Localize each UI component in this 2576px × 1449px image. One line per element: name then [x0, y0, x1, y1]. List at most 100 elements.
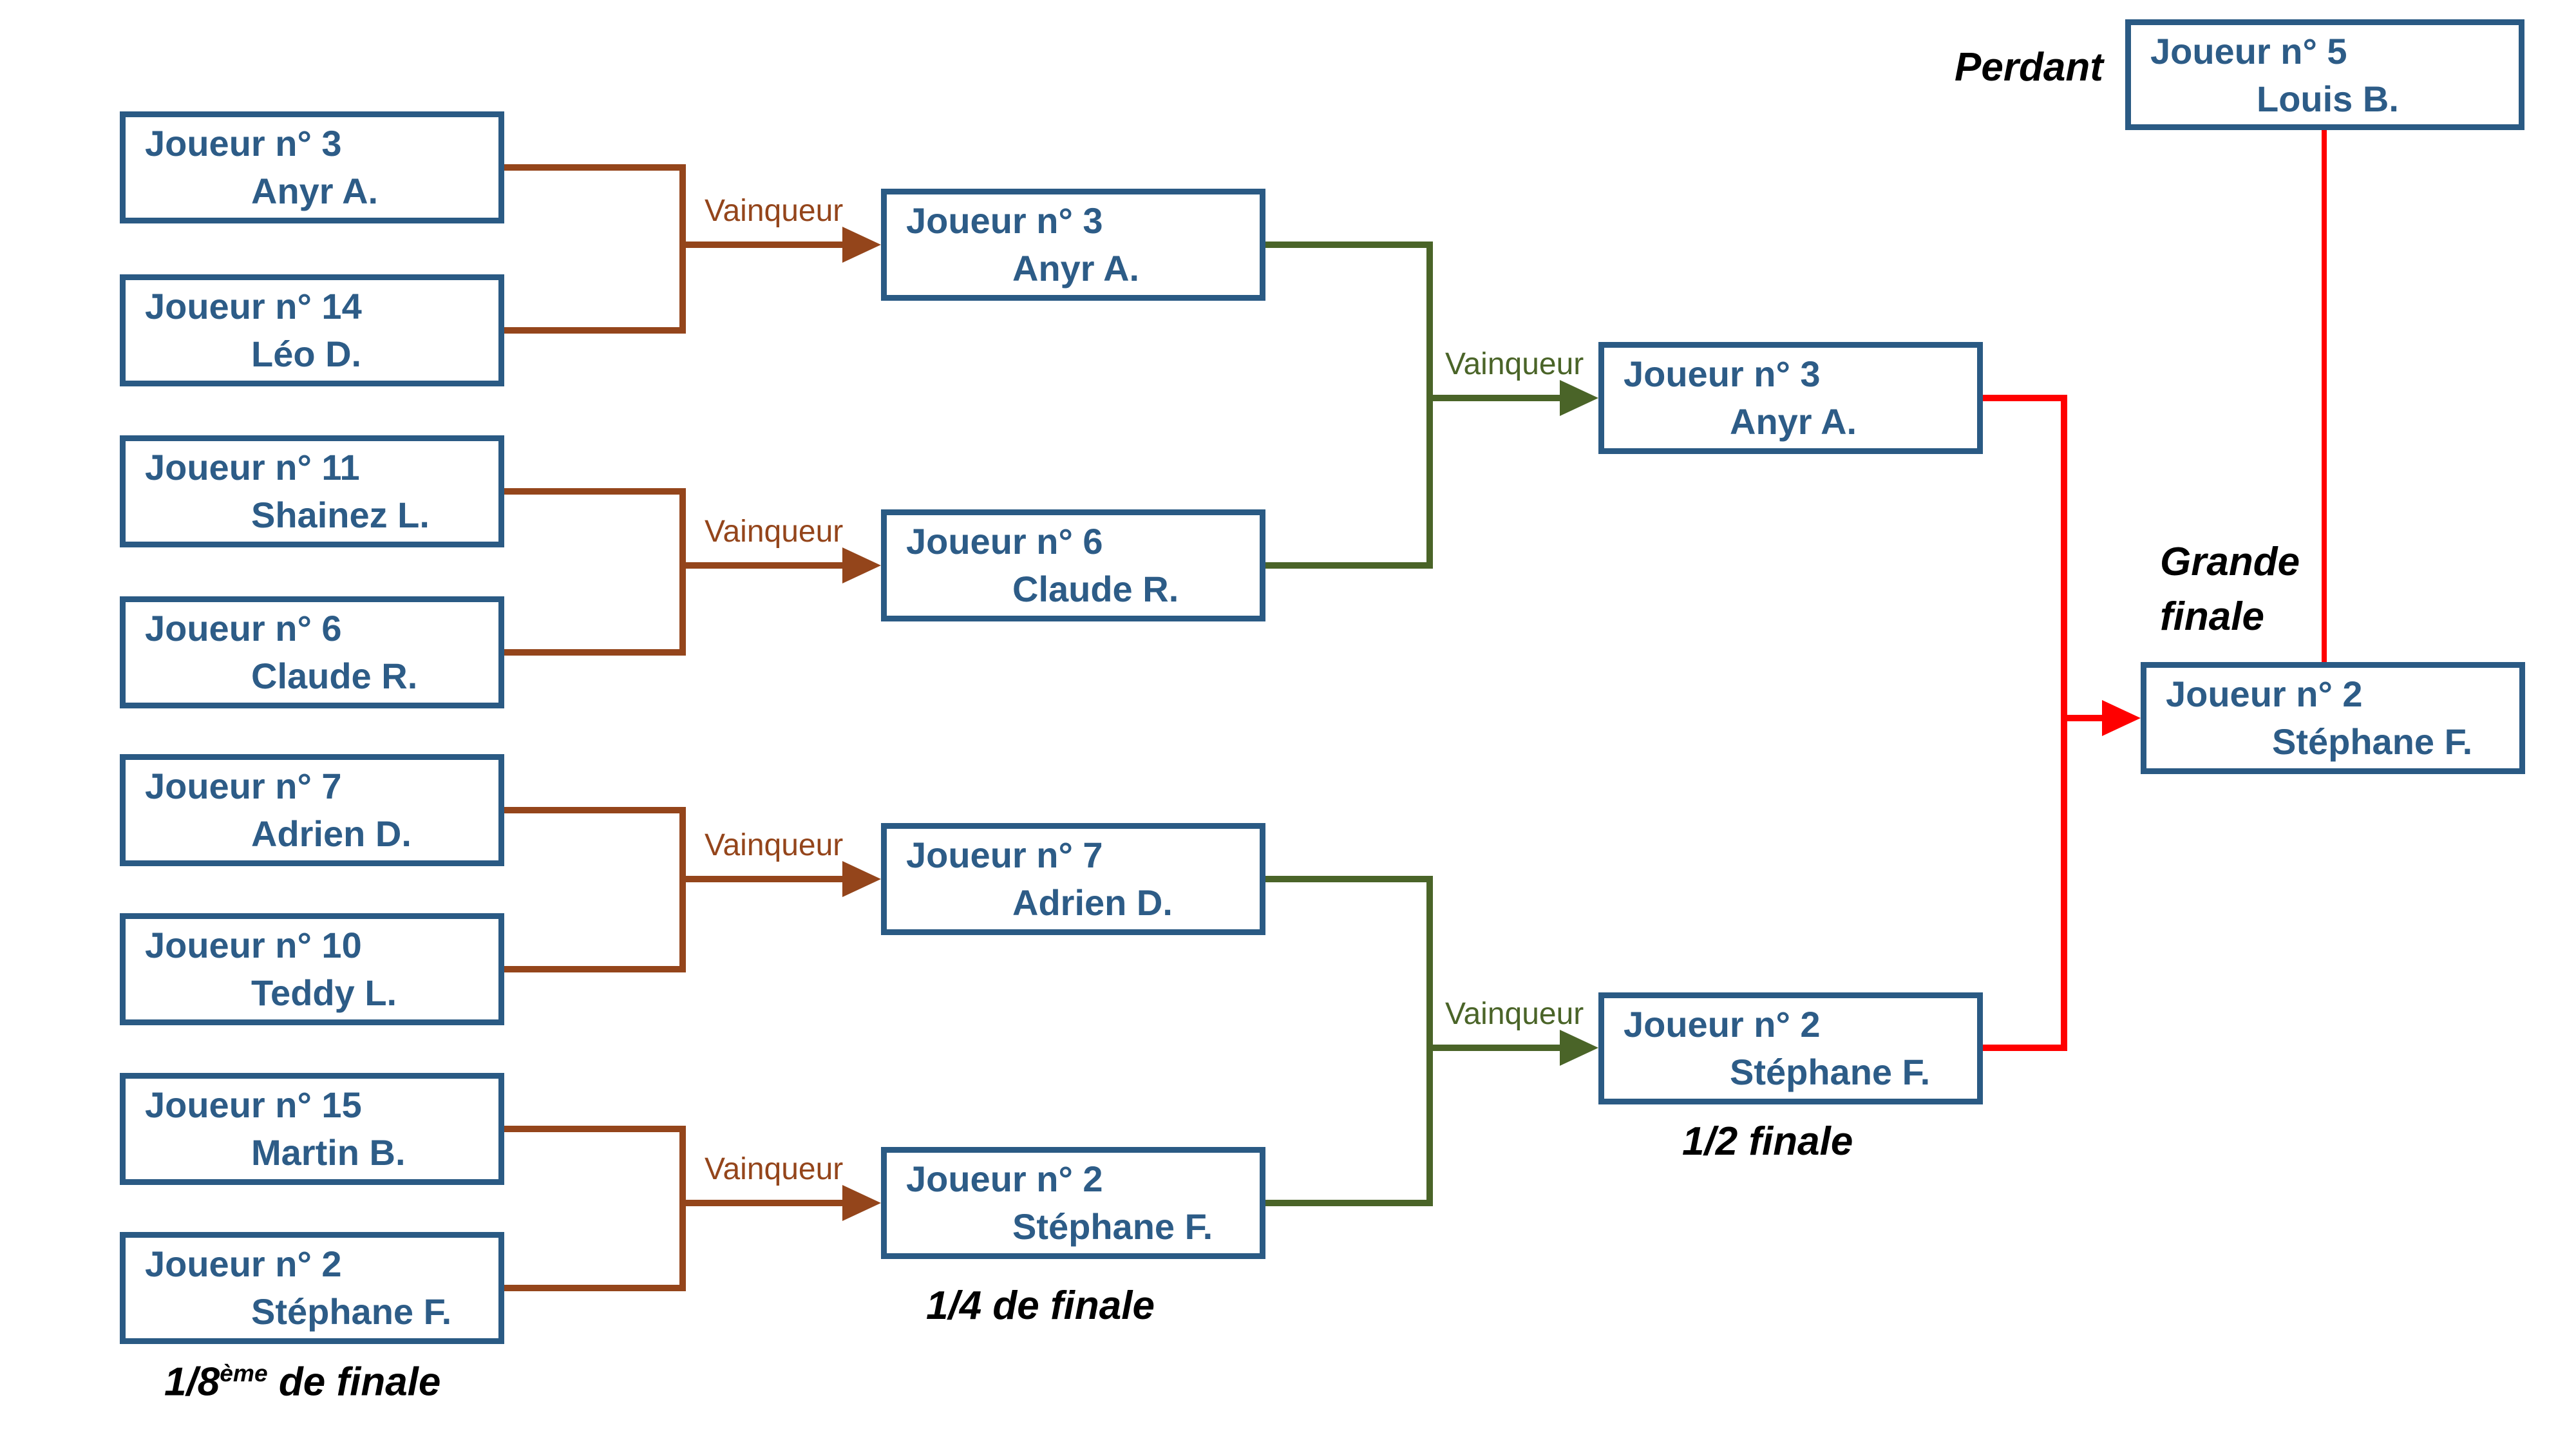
player-box-quart-4: Joueur n° 2 Stéphane F.: [881, 1147, 1265, 1259]
player-box-quart-3: Joueur n° 7 Adrien D.: [881, 823, 1265, 935]
demi-stub-1: [1983, 395, 2067, 401]
player-name: Anyr A.: [251, 171, 379, 211]
perdant-vline: [2322, 130, 2327, 662]
quart-stub-4: [1265, 1200, 1433, 1206]
player-name: Léo D.: [251, 334, 362, 374]
player-name: Teddy L.: [251, 972, 397, 1013]
huitieme-arrow-line-3: [679, 876, 847, 882]
player-name: Anyr A.: [1730, 401, 1857, 442]
quart-arrow-line-2: [1426, 1045, 1562, 1051]
player-box-huitieme-6: Joueur n° 10 Teddy L.: [120, 913, 504, 1025]
player-number: Joueur n° 5: [2150, 31, 2347, 71]
huitieme-stub-5: [504, 807, 686, 813]
demi-stub-2: [1983, 1045, 2067, 1051]
player-number: Joueur n° 3: [1624, 354, 1821, 394]
label-huitieme-rest: de finale: [267, 1359, 441, 1405]
label-vainqueur-huitieme-3: Vainqueur: [705, 828, 844, 862]
player-number: Joueur n° 2: [906, 1159, 1103, 1199]
player-number: Joueur n° 11: [145, 447, 360, 488]
player-number: Joueur n° 2: [145, 1244, 342, 1284]
player-name: Stéphane F.: [2272, 721, 2473, 762]
huitieme-stub-2: [504, 327, 686, 334]
player-box-quart-2: Joueur n° 6 Claude R.: [881, 509, 1265, 621]
label-perdant: Perdant: [1955, 45, 2103, 90]
player-box-huitieme-3: Joueur n° 11 Shainez L.: [120, 435, 504, 547]
player-name: Martin B.: [251, 1132, 406, 1173]
huitieme-stub-7: [504, 1126, 686, 1132]
quart-stub-1: [1265, 242, 1433, 248]
arrowhead-right-icon: [842, 547, 881, 583]
player-name: Louis B.: [2257, 79, 2399, 119]
quart-stub-3: [1265, 876, 1433, 882]
arrowhead-right-icon: [842, 1185, 881, 1221]
quart-vline-pair2: [1426, 876, 1433, 1206]
player-box-huitieme-4: Joueur n° 6 Claude R.: [120, 596, 504, 708]
player-number: Joueur n° 15: [145, 1084, 362, 1125]
huitieme-stub-4: [504, 649, 686, 656]
huitieme-vline-pair2: [679, 488, 686, 656]
huitieme-stub-3: [504, 488, 686, 495]
label-vainqueur-huitieme-1: Vainqueur: [705, 194, 844, 228]
player-name: Adrien D.: [1012, 882, 1173, 923]
huitieme-stub-1: [504, 164, 686, 171]
label-vainqueur-quart-1: Vainqueur: [1445, 347, 1584, 381]
arrowhead-right-icon: [842, 227, 881, 263]
player-box-huitieme-8: Joueur n° 2 Stéphane F.: [120, 1232, 504, 1344]
label-quart-de-finale: 1/4 de finale: [926, 1283, 1155, 1328]
label-demi-finale: 1/2 finale: [1682, 1119, 1853, 1164]
arrowhead-right-icon: [2102, 700, 2141, 736]
huitieme-vline-pair3: [679, 807, 686, 972]
label-huitieme-sup: ème: [220, 1359, 268, 1387]
player-box-huitieme-5: Joueur n° 7 Adrien D.: [120, 754, 504, 866]
huitieme-vline-pair4: [679, 1126, 686, 1291]
arrowhead-right-icon: [842, 861, 881, 897]
player-name: Anyr A.: [1012, 248, 1140, 289]
player-number: Joueur n° 10: [145, 925, 362, 965]
player-number: Joueur n° 7: [145, 766, 342, 806]
label-vainqueur-huitieme-4: Vainqueur: [705, 1152, 844, 1186]
demi-vline: [2061, 395, 2067, 1051]
label-grande-finale-line2: finale: [2160, 594, 2264, 639]
player-name: Claude R.: [1012, 569, 1179, 609]
label-grande-finale-line1: Grande: [2160, 540, 2300, 584]
player-number: Joueur n° 14: [145, 286, 362, 327]
player-box-demi-2: Joueur n° 2 Stéphane F.: [1598, 992, 1983, 1104]
player-box-huitieme-7: Joueur n° 15 Martin B.: [120, 1073, 504, 1185]
player-name: Claude R.: [251, 656, 418, 696]
player-number: Joueur n° 3: [906, 200, 1103, 241]
player-box-demi-1: Joueur n° 3 Anyr A.: [1598, 342, 1983, 454]
huitieme-arrow-line-2: [679, 562, 847, 569]
player-number: Joueur n° 7: [906, 835, 1103, 875]
player-number: Joueur n° 6: [906, 521, 1103, 562]
player-name: Adrien D.: [251, 813, 412, 854]
label-vainqueur-huitieme-2: Vainqueur: [705, 515, 844, 549]
huitieme-stub-6: [504, 966, 686, 972]
quart-arrow-line-1: [1426, 395, 1562, 401]
player-name: Shainez L.: [251, 495, 430, 535]
label-huitieme-base: 1/8: [164, 1359, 220, 1405]
player-number: Joueur n° 6: [145, 608, 342, 649]
player-number: Joueur n° 3: [145, 123, 342, 164]
quart-stub-2: [1265, 562, 1433, 569]
player-number: Joueur n° 2: [1624, 1004, 1821, 1045]
player-name: Stéphane F.: [1012, 1206, 1213, 1247]
player-name: Stéphane F.: [251, 1291, 452, 1332]
player-box-huitieme-2: Joueur n° 14 Léo D.: [120, 274, 504, 386]
player-number: Joueur n° 2: [2166, 674, 2363, 714]
huitieme-vline-pair1: [679, 164, 686, 334]
huitieme-stub-8: [504, 1285, 686, 1291]
label-vainqueur-quart-2: Vainqueur: [1445, 997, 1584, 1031]
player-box-finale: Joueur n° 2 Stéphane F.: [2141, 662, 2525, 774]
label-grande-finale: Grande finale: [2160, 535, 2300, 644]
quart-vline-pair1: [1426, 242, 1433, 569]
arrowhead-right-icon: [1560, 1030, 1598, 1066]
player-box-perdant: Joueur n° 5 Louis B.: [2125, 19, 2524, 130]
huitieme-arrow-line-1: [679, 242, 847, 248]
player-box-quart-1: Joueur n° 3 Anyr A.: [881, 189, 1265, 301]
player-box-huitieme-1: Joueur n° 3 Anyr A.: [120, 111, 504, 223]
player-name: Stéphane F.: [1730, 1052, 1931, 1092]
label-huitieme-de-finale: 1/8ème de finale: [164, 1346, 440, 1410]
finale-arrow-line: [2061, 715, 2106, 721]
arrowhead-right-icon: [1560, 380, 1598, 416]
